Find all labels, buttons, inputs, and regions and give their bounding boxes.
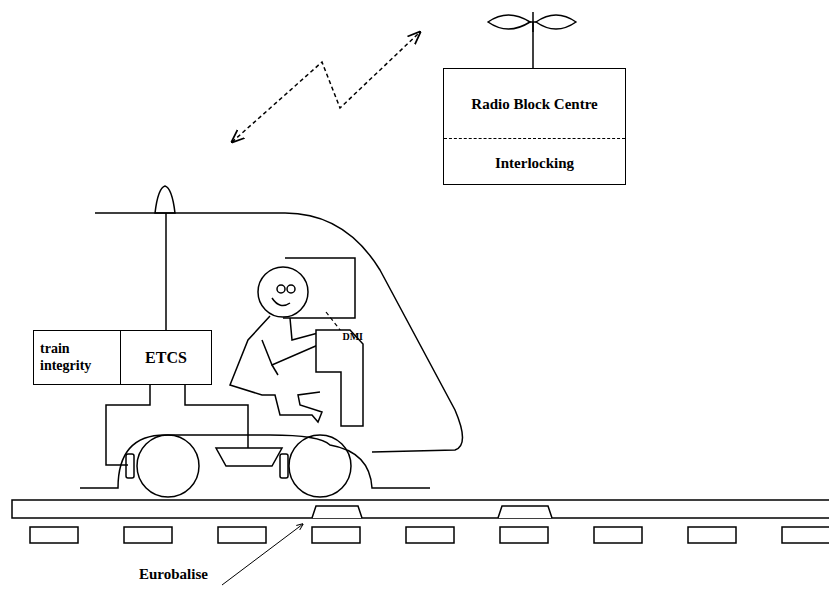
sleepers xyxy=(30,527,829,543)
node-label: train integrity xyxy=(34,331,120,384)
train-integrity-box: train integrity xyxy=(33,330,121,385)
train-underframe xyxy=(80,435,430,488)
node-label: DMI xyxy=(314,318,366,428)
node-label: ETCS xyxy=(121,331,211,384)
wire xyxy=(185,385,248,448)
eurobalise-symbol xyxy=(498,506,552,518)
wire xyxy=(106,385,150,465)
rbc-antenna xyxy=(488,12,576,68)
etcs-box: ETCS xyxy=(120,330,212,385)
radio-link xyxy=(232,32,420,142)
odometry-sensor xyxy=(126,454,134,478)
balise-antenna xyxy=(216,448,282,466)
train-antenna xyxy=(155,186,175,213)
rail xyxy=(12,500,829,518)
eurobalise-symbol xyxy=(312,506,362,518)
odometry-sensor xyxy=(280,454,288,478)
rbc-box: Radio Block CentreInterlocking xyxy=(443,68,626,185)
train-body xyxy=(95,213,463,452)
node-label: Interlocking xyxy=(444,138,625,186)
dmi-console: DMI xyxy=(314,318,366,428)
leader-line xyxy=(222,524,303,585)
part-label: Eurobalise xyxy=(137,566,210,583)
node-label: Radio Block Centre xyxy=(444,69,625,138)
